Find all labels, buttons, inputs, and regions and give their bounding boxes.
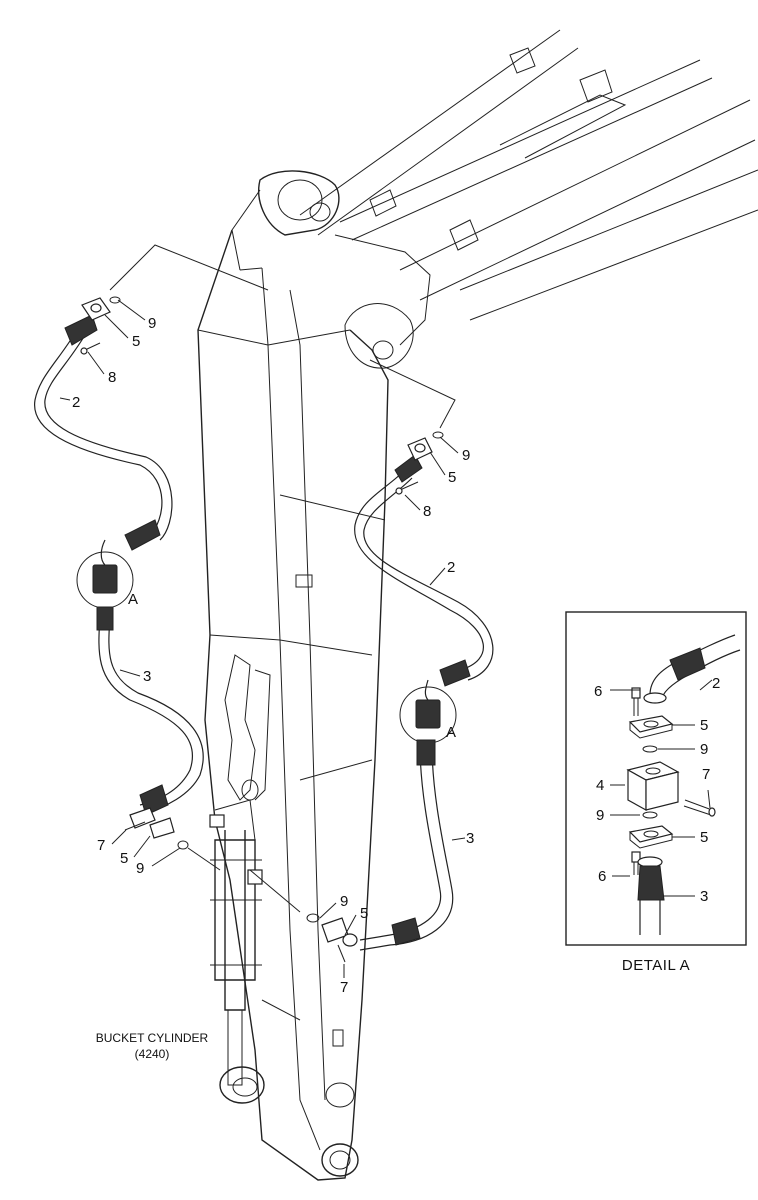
detail-callout-9-top: 9 — [700, 741, 708, 758]
bucket-cylinder-code: (4240) — [135, 1047, 170, 1061]
callout-9-top-left: 9 — [148, 315, 156, 332]
callout-2-left: 2 — [72, 394, 80, 411]
callout-5-left: 5 — [120, 850, 128, 867]
detail-callout-3: 3 — [700, 888, 708, 905]
callout-a-left: A — [128, 591, 138, 608]
bucket-cylinder-label: BUCKET CYLINDER — [96, 1031, 209, 1045]
detail-callout-6-bottom: 6 — [598, 868, 606, 885]
detail-callout-5-bottom: 5 — [700, 829, 708, 846]
callout-5-top-left: 5 — [132, 333, 140, 350]
callout-a-right: A — [446, 724, 456, 741]
callout-9-left: 9 — [136, 860, 144, 877]
callout-9-cylinder: 9 — [340, 893, 348, 910]
callout-3-left: 3 — [143, 668, 151, 685]
left-hose-assembly — [34, 244, 269, 871]
detail-callout-6-top: 6 — [594, 683, 602, 700]
detail-callout-4: 4 — [596, 777, 604, 794]
callout-7-left: 7 — [97, 837, 105, 854]
detail-callout-2: 2 — [712, 675, 720, 692]
callout-5-cylinder: 5 — [360, 905, 368, 922]
detail-callout-9-bottom: 9 — [596, 807, 604, 824]
callout-8-right: 8 — [423, 503, 431, 520]
callout-3-right: 3 — [466, 830, 474, 847]
detail-callout-5-top: 5 — [700, 717, 708, 734]
callout-7-cylinder: 7 — [340, 979, 348, 996]
callout-8-top-left: 8 — [108, 369, 116, 386]
detail-a-panel — [565, 611, 747, 946]
callout-5-right-top: 5 — [448, 469, 456, 486]
bucket-cylinder — [209, 799, 265, 1104]
right-hose-assembly — [249, 359, 494, 963]
detail-a-caption: DETAIL A — [622, 957, 690, 974]
detail-callout-7: 7 — [702, 766, 710, 783]
callout-9-right-top: 9 — [462, 447, 470, 464]
arm-structure — [197, 29, 758, 1181]
callout-2-right: 2 — [447, 559, 455, 576]
